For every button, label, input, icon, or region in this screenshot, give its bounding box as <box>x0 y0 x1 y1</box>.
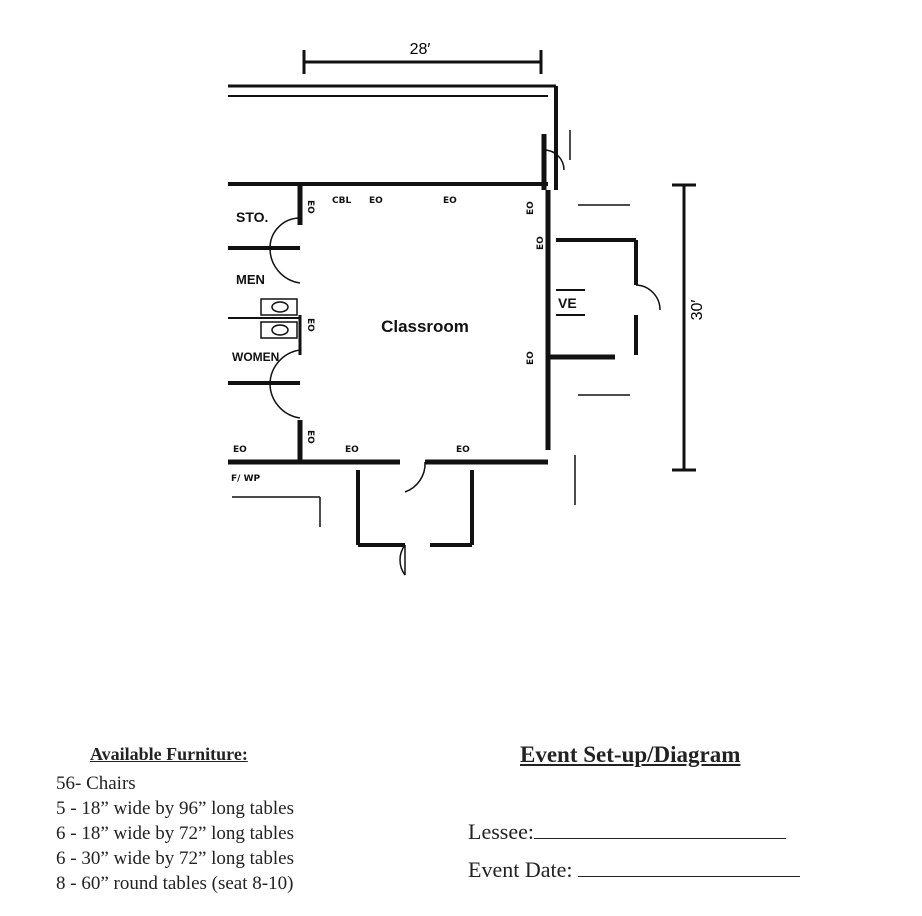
event-date-label: Event Date: <box>468 857 573 882</box>
event-setup-section: Event Set-up/Diagram Lessee: Event Date: <box>468 742 800 886</box>
event-date-field: Event Date: <box>468 854 800 886</box>
furniture-item: 6 - 30” wide by 72” long tables <box>56 848 294 869</box>
eo-label: EO <box>305 318 315 332</box>
setup-heading: Event Set-up/Diagram <box>520 742 741 767</box>
women-restroom-label: WOMEN <box>232 350 279 364</box>
eo-label: EO <box>443 196 457 206</box>
walls <box>228 84 661 576</box>
depth-dimension-bar <box>672 183 696 472</box>
lessee-input[interactable] <box>533 818 786 839</box>
vestibule-label: VE <box>558 295 577 311</box>
room-name-label: Classroom <box>381 317 469 336</box>
furniture-item: 6 - 18” wide by 72” long tables <box>56 823 294 844</box>
eo-label: EO <box>526 351 536 365</box>
eo-label: EO <box>369 196 383 206</box>
men-restroom-label: MEN <box>236 272 265 287</box>
eo-label: EO <box>305 200 315 214</box>
eo-label: EO <box>233 445 247 455</box>
available-furniture-section: Available Furniture: 56- Chairs 5 - 18” … <box>56 742 294 896</box>
furniture-item: 5 - 18” wide by 96” long tables <box>56 798 294 819</box>
width-dimension-bar <box>302 50 543 74</box>
eo-label: EO <box>536 236 546 250</box>
furniture-item: 56- Chairs <box>56 773 136 794</box>
event-date-input[interactable] <box>577 856 800 877</box>
furniture-item: 8 - 60” round tables (seat 8-10) <box>56 873 294 894</box>
eo-label: EO <box>456 445 470 455</box>
lessee-label: Lessee: <box>468 819 534 844</box>
eo-label: EO <box>345 445 359 455</box>
storage-label: STO. <box>236 209 268 225</box>
depth-dimension-label: 30′ <box>689 300 706 321</box>
lessee-field: Lessee: <box>468 816 800 848</box>
width-dimension-label: 28′ <box>410 41 431 58</box>
cbl-label: CBL <box>332 196 351 206</box>
eo-label: EO <box>526 201 536 215</box>
fire-wp-label: F/ WP <box>231 474 260 484</box>
eo-label: EO <box>305 430 315 444</box>
furniture-heading: Available Furniture: <box>90 744 248 764</box>
